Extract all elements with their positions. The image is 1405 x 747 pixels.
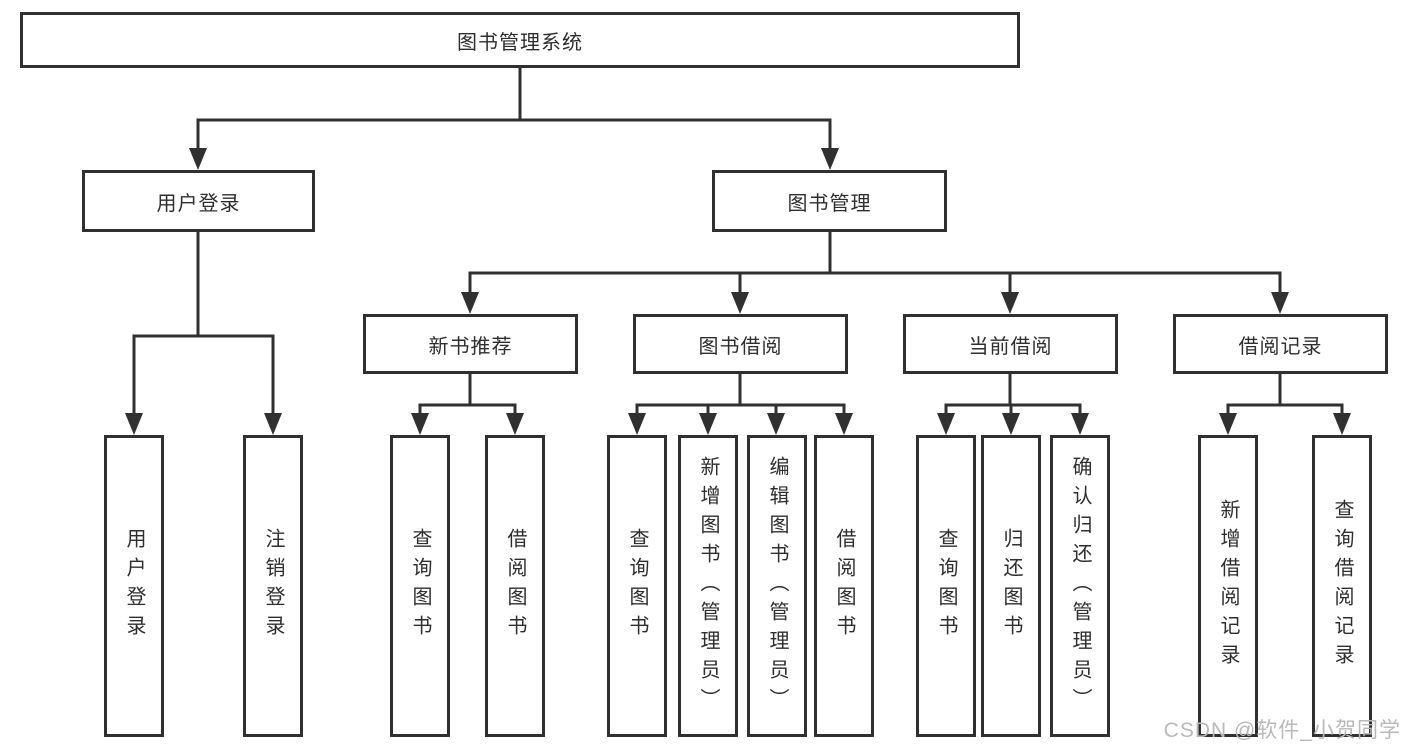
node-leaf-borrow-books: 借阅图书 [814, 435, 874, 737]
node-leaf-add-books-admin: 新增图书（管理员） [678, 435, 738, 737]
node-label: 当前借阅 [968, 335, 1053, 358]
node-leaf-return-books: 归还图书 [981, 435, 1041, 737]
node-library-management-system: 图书管理系统 [20, 12, 1020, 68]
node-label: 新增借阅记录 [1217, 499, 1239, 673]
node-label: 注销登录 [262, 528, 284, 644]
node-label: 用户登录 [123, 528, 145, 644]
node-label: 图书管理 [787, 192, 872, 215]
node-label: 借阅图书 [833, 528, 855, 644]
node-leaf-borrow-books: 借阅图书 [485, 435, 545, 737]
node-leaf-user-login: 用户登录 [104, 435, 164, 737]
node-leaf-query-books: 查询图书 [390, 435, 450, 737]
node-label: 查询图书 [409, 528, 431, 644]
node-leaf-logout: 注销登录 [243, 435, 303, 737]
node-leaf-query-books: 查询图书 [916, 435, 976, 737]
node-leaf-query-borrow-records: 查询借阅记录 [1312, 435, 1372, 737]
node-current-borrowing: 当前借阅 [903, 314, 1118, 374]
arrowheads [125, 148, 1351, 435]
node-book-management: 图书管理 [712, 170, 947, 232]
node-leaf-edit-books-admin: 编辑图书（管理员） [747, 435, 807, 737]
node-user-login: 用户登录 [82, 170, 315, 232]
node-label: 图书借阅 [698, 335, 783, 358]
node-label: 查询图书 [935, 528, 957, 644]
node-book-borrowing: 图书借阅 [633, 314, 848, 374]
node-leaf-confirm-return-admin: 确认归还（管理员） [1050, 435, 1110, 737]
node-leaf-query-books: 查询图书 [607, 435, 667, 737]
node-leaf-add-borrow-record: 新增借阅记录 [1198, 435, 1258, 737]
node-label: 图书管理系统 [457, 31, 583, 54]
node-label: 确认归还（管理员） [1069, 455, 1091, 717]
node-label: 借阅记录 [1238, 335, 1323, 358]
csdn-watermark: CSDN @软件_小贺同学 [1163, 719, 1401, 742]
node-label: 新书推荐 [428, 335, 513, 358]
node-label: 查询借阅记录 [1331, 499, 1353, 673]
node-new-book-recommendation: 新书推荐 [363, 314, 578, 374]
node-label: 新增图书（管理员） [697, 455, 719, 717]
node-label: 借阅图书 [504, 528, 526, 644]
node-label: 归还图书 [1000, 528, 1022, 644]
node-label: 用户登录 [156, 192, 241, 215]
node-label: 查询图书 [626, 528, 648, 644]
node-label: 编辑图书（管理员） [766, 455, 788, 717]
node-borrowing-records: 借阅记录 [1173, 314, 1388, 374]
